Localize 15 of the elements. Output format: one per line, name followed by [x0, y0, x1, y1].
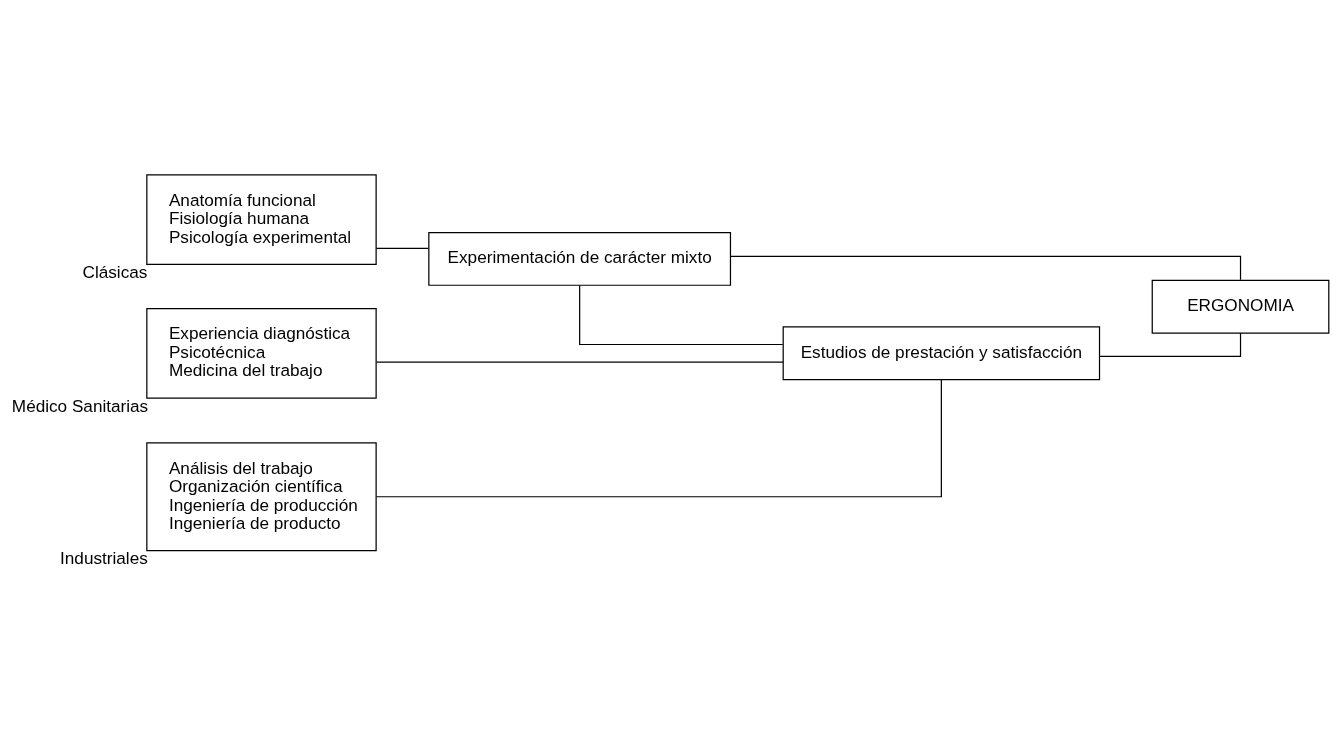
connector: [1099, 332, 1242, 357]
node-box: Análisis del trabajo Organización científica Ingeniería de producción Ingeniería de producto: [146, 442, 377, 552]
node-box: Anatomía funcional Fisiología humana Psicología experimental: [146, 174, 377, 266]
node-label: Clásicas: [82, 262, 148, 283]
connector: [579, 284, 784, 346]
connector: [375, 379, 942, 498]
connector: [730, 255, 1242, 281]
node-label: Industriales: [60, 548, 148, 569]
connector: [375, 247, 429, 250]
node-label: Médico Sanitarias: [11, 395, 149, 416]
connector: [375, 361, 784, 363]
node-box: Experimentación de carácter mixto: [428, 231, 732, 286]
node-box: Estudios de prestación y satisfacción: [782, 326, 1101, 381]
node-box: ERGONOMIA: [1151, 279, 1330, 334]
node-box: Experiencia diagnóstica Psicotécnica Medicina del trabajo: [146, 307, 377, 399]
